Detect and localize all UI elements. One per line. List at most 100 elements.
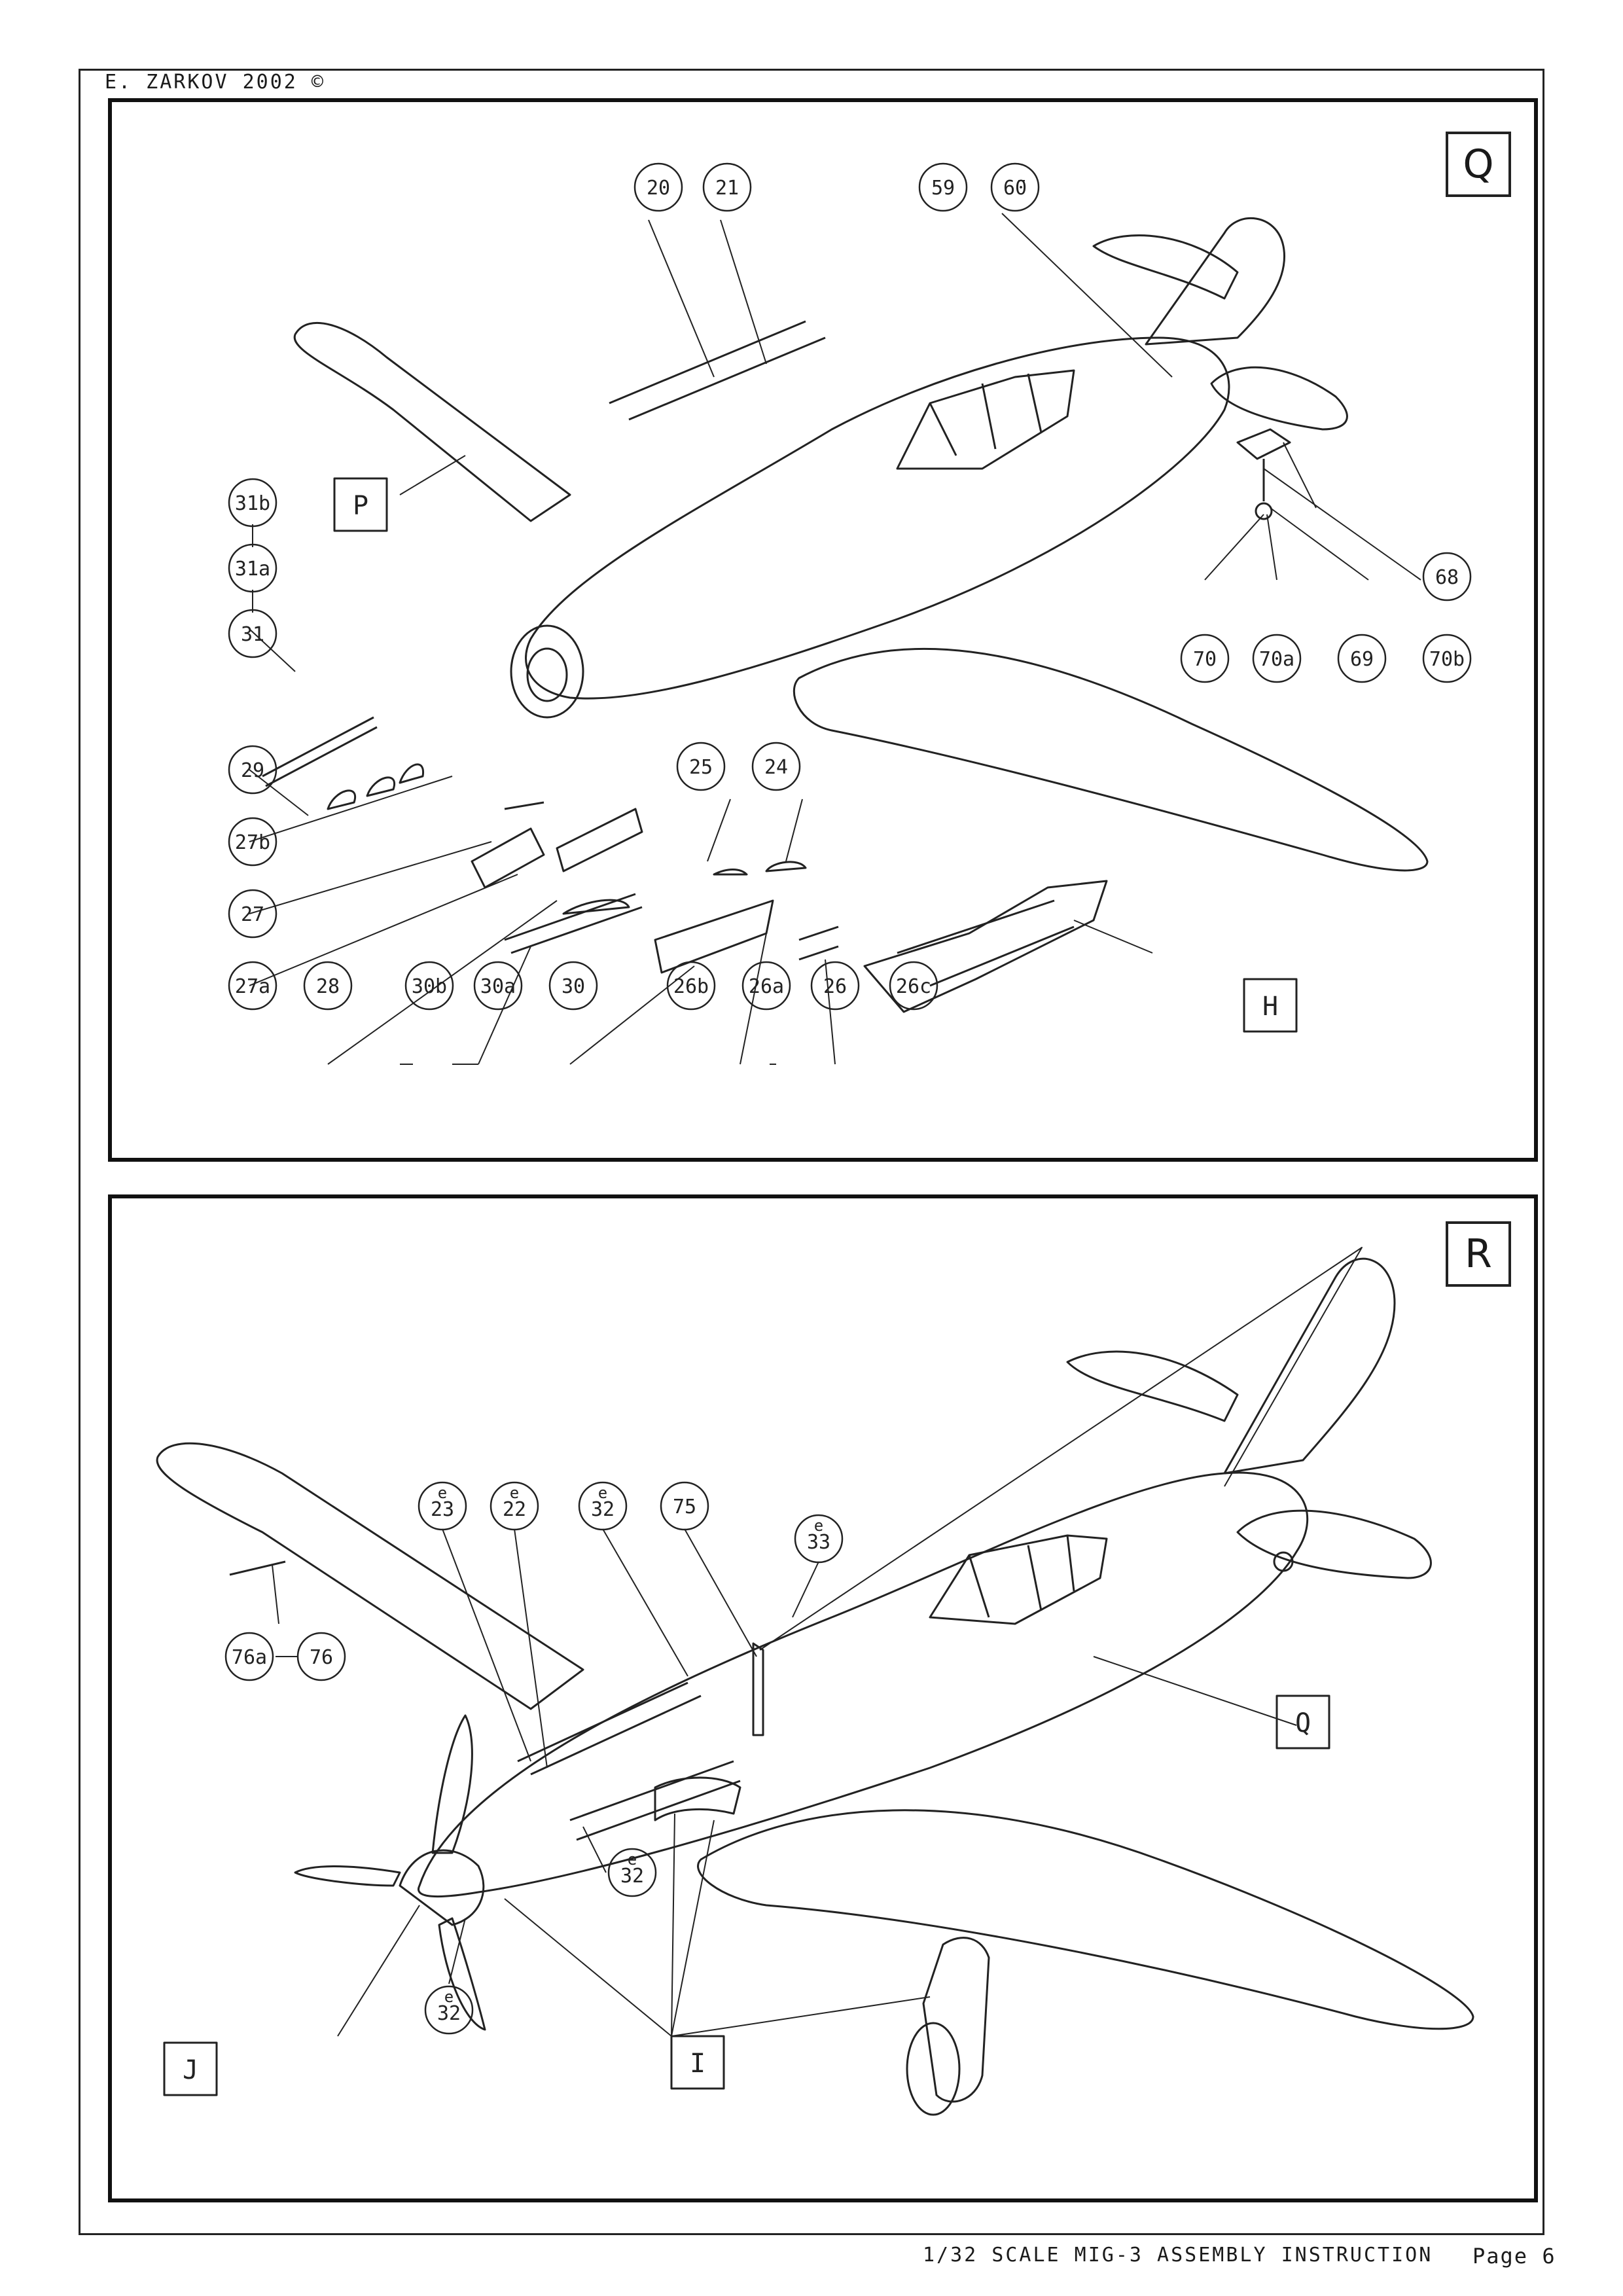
svg-text:e: e [814, 1516, 823, 1535]
svg-text:30b: 30b [412, 975, 447, 998]
part-28 [562, 899, 630, 915]
svg-text:22: 22 [503, 1498, 526, 1521]
svg-text:26b: 26b [673, 975, 709, 998]
svg-text:24: 24 [764, 756, 788, 779]
svg-text:76a: 76a [232, 1646, 267, 1669]
intake [526, 647, 568, 702]
part-26 [654, 899, 774, 974]
left-wing [156, 1442, 584, 1710]
svg-text:29: 29 [241, 759, 264, 782]
left-stabilizer [1092, 234, 1239, 300]
exhaust-stacks [654, 1776, 741, 1821]
tailwheel [1273, 1551, 1294, 1572]
propeller-blade-bottom [438, 1917, 486, 2031]
svg-text:30a: 30a [480, 975, 516, 998]
subassembly-i-label: I [690, 2049, 705, 2079]
svg-text:32: 32 [591, 1498, 615, 1521]
svg-text:69: 69 [1350, 648, 1374, 671]
fuselage [418, 1471, 1309, 1898]
svg-text:27a: 27a [235, 975, 270, 998]
page-number: Page 6 [1472, 2244, 1556, 2269]
svg-text:27: 27 [241, 903, 264, 926]
subassembly-j-label: J [183, 2055, 198, 2085]
svg-text:68: 68 [1435, 566, 1459, 589]
svg-text:31b: 31b [235, 492, 270, 515]
cowl-gun-troughs [517, 1681, 741, 1841]
svg-text:21: 21 [715, 177, 739, 200]
vertical-tail [1145, 217, 1285, 346]
left-stabilizer [1066, 1350, 1239, 1422]
svg-text:76: 76 [310, 1646, 333, 1669]
pitot-tube-76 [229, 1560, 286, 1576]
part-29-flaps [327, 763, 425, 810]
right-stabilizer [1210, 366, 1348, 431]
fuselage [525, 336, 1230, 700]
svg-text:60: 60 [1003, 177, 1027, 200]
engine-nose [510, 624, 584, 719]
svg-text:26a: 26a [749, 975, 784, 998]
footer-title: 1/32 SCALE MIG-3 ASSEMBLY INSTRUCTION [923, 2244, 1433, 2267]
left-wing [293, 321, 571, 522]
svg-text:25: 25 [689, 756, 713, 779]
antenna-wire [759, 1247, 1363, 1651]
svg-text:e: e [438, 1484, 447, 1502]
svg-text:e: e [444, 1988, 454, 2006]
part-68 [1236, 428, 1291, 460]
step-letter-r: R [1446, 1221, 1511, 1287]
propeller-blade-top [431, 1714, 473, 1854]
svg-text:23: 23 [431, 1498, 454, 1521]
subassembly-q-label: Q [1295, 1708, 1311, 1738]
svg-text:32: 32 [437, 2002, 461, 2025]
svg-text:26: 26 [823, 975, 847, 998]
right-wing [793, 647, 1429, 872]
step-q-part-callouts [228, 162, 1472, 1011]
svg-text:32: 32 [620, 1865, 644, 1888]
cockpit-tub-h [863, 880, 1108, 1013]
gun-barrels-20-21 [609, 320, 826, 421]
part-27a [556, 808, 643, 872]
svg-text:e: e [510, 1484, 519, 1502]
leader-lines [249, 180, 1421, 1065]
svg-text:31a: 31a [235, 558, 270, 581]
spinner [399, 1849, 485, 1926]
leader-lines [272, 1528, 1297, 2037]
copyright-header: E. ZARKOV 2002 © [105, 71, 325, 94]
svg-text:70: 70 [1193, 648, 1217, 671]
tailwheel [1255, 502, 1273, 520]
exhaust-part-31 [262, 716, 378, 787]
part-30-pitot [504, 893, 643, 954]
part-25 [713, 869, 748, 876]
svg-text:e: e [598, 1484, 607, 1502]
svg-text:31: 31 [241, 623, 264, 646]
canopy-frames [968, 1535, 1075, 1618]
canopy [896, 369, 1075, 470]
svg-text:75: 75 [673, 1496, 696, 1518]
step-r-subassembly-boxes [163, 1695, 1330, 2096]
part-27-intakes [471, 801, 545, 889]
sheet-border [79, 69, 1544, 2235]
step-letter-q: Q [1446, 132, 1511, 197]
svg-text:26c: 26c [896, 975, 931, 998]
canopy [929, 1534, 1108, 1625]
step-q-subassembly-boxes [333, 477, 1298, 1033]
step-r-part-callouts [224, 1481, 844, 2035]
svg-text:59: 59 [931, 177, 955, 200]
subassembly-p-label: P [353, 491, 368, 521]
subassembly-h-label: H [1262, 992, 1278, 1022]
svg-text:e: e [628, 1850, 637, 1869]
main-wheel [906, 2022, 961, 2116]
right-wing [697, 1809, 1474, 2030]
cockpit-tub-frames [897, 899, 1075, 987]
svg-text:30: 30 [562, 975, 585, 998]
vertical-tail [1223, 1257, 1396, 1475]
propeller-blade-left [294, 1865, 401, 1887]
canopy-frames [929, 373, 1043, 456]
svg-text:70b: 70b [1429, 648, 1465, 671]
part-26c [798, 925, 839, 961]
